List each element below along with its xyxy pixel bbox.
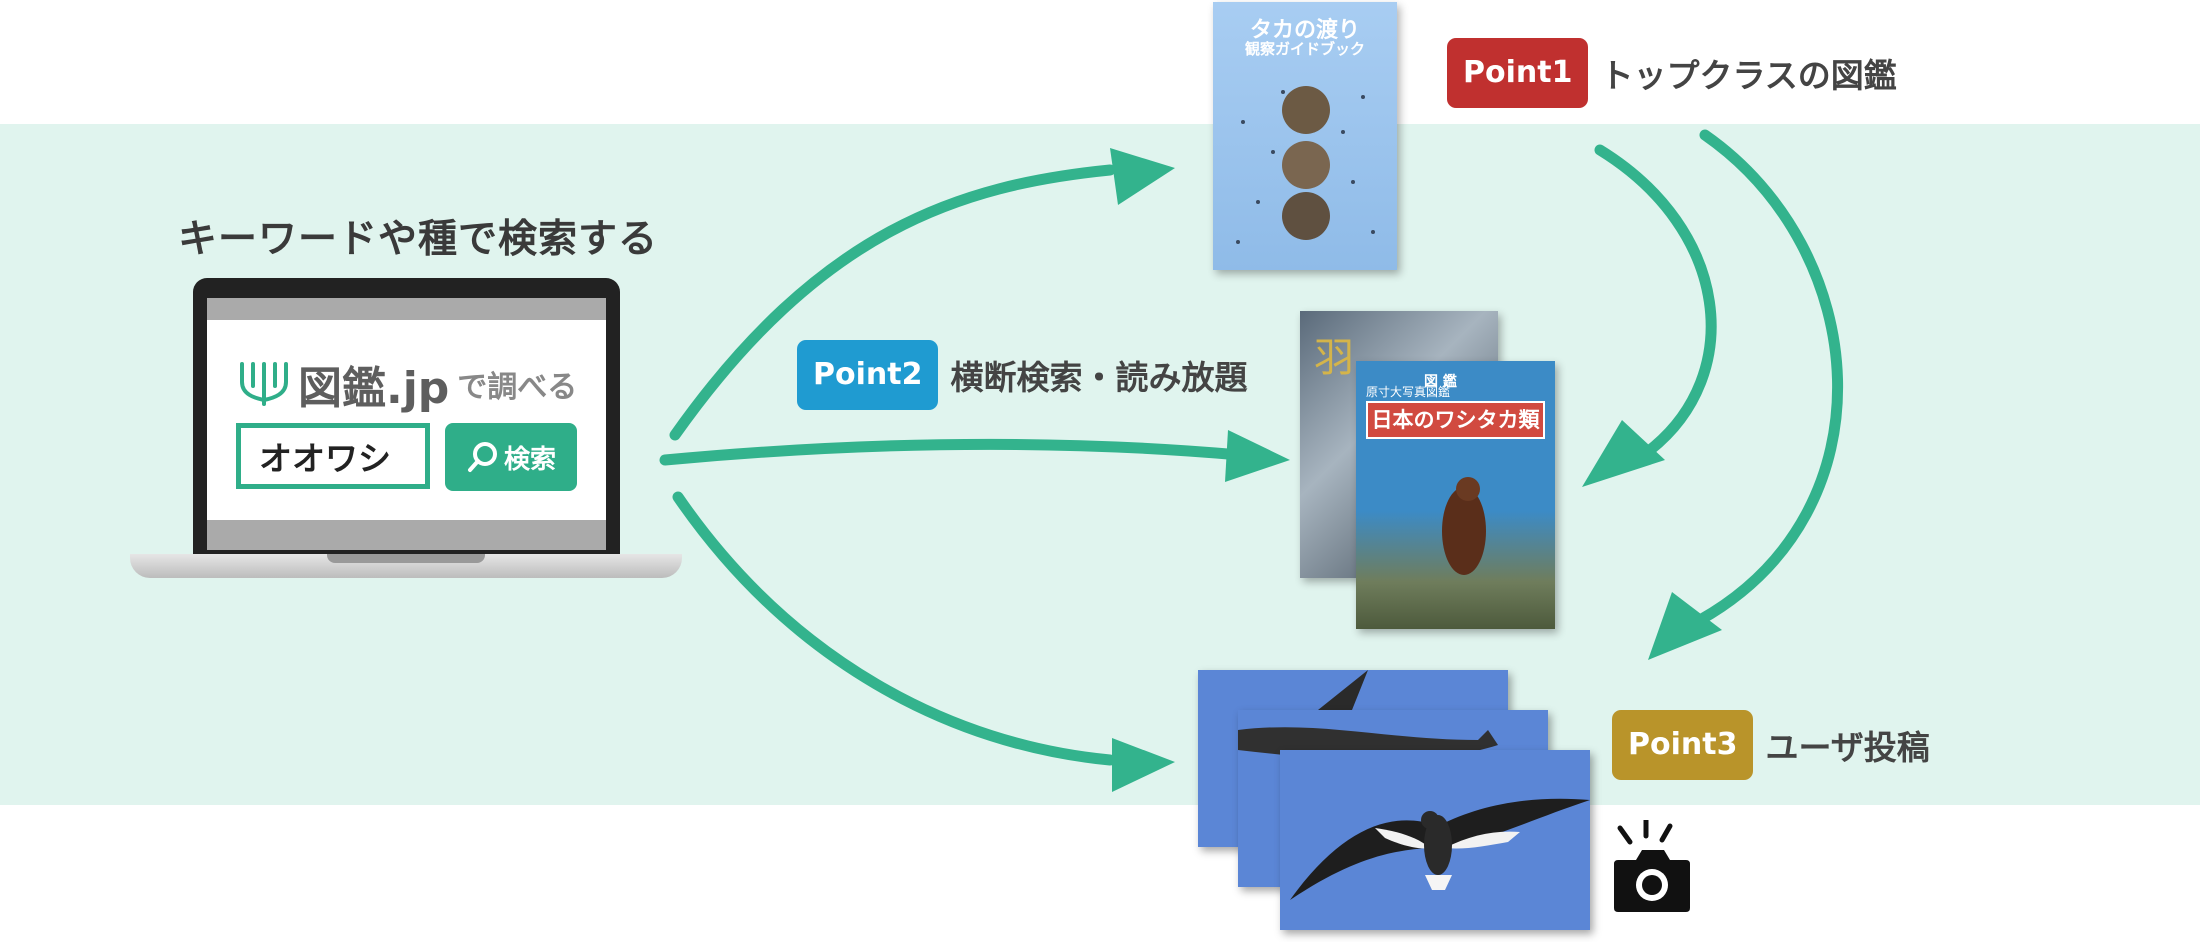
arrowhead-photos [1648, 592, 1722, 660]
book3-topline: 原寸大写真図鑑 [1366, 385, 1451, 399]
search-button[interactable]: 検索 [445, 423, 577, 491]
logo-suffix: で調べる [457, 370, 578, 405]
arrow-to-crosssearch [659, 438, 1246, 466]
point1: Point1 トップクラスの図鑑 [1447, 38, 1897, 108]
book1-subtitle: 観察ガイドブック [1244, 40, 1365, 58]
point2-text: 横断検索・読み放題 [950, 358, 1248, 397]
arrowhead-userposts [1112, 738, 1175, 792]
point2-badge: Point2 [797, 340, 939, 410]
point3-text: ユーザ投稿 [1765, 728, 1930, 767]
book1-cover-art [1236, 86, 1375, 244]
zukan-logo-icon [240, 362, 288, 406]
point2: Point2 横断検索・読み放題 [797, 340, 1247, 410]
book-nihon-no-washitaka: 図 鑑 原寸大写真図鑑 日本のワシタカ類 [1356, 361, 1555, 629]
logo-text: 図鑑.jp [298, 363, 450, 414]
point3: Point3 ユーザ投稿 [1612, 710, 1930, 780]
site-logo: 図鑑.jp で調べる [238, 352, 577, 416]
camera-icon [1614, 820, 1690, 912]
laptop-notch [327, 554, 485, 563]
point1-text: トップクラスの図鑑 [1600, 56, 1897, 95]
steller-sea-eagle-image [1290, 798, 1590, 900]
arrowhead-zukan [1110, 148, 1175, 205]
search-icon [467, 442, 497, 472]
user-photo-3 [1280, 750, 1590, 930]
book1-title: タカの渡り [1249, 18, 1360, 43]
point3-badge: Point3 [1612, 710, 1754, 780]
search-input[interactable]: オオワシ [236, 423, 430, 489]
book2-glyph: 羽 [1314, 335, 1354, 381]
user-photo-1-image [1318, 670, 1368, 720]
book3-zukan-label: 図 鑑 [1424, 374, 1457, 390]
arrow-to-userposts [672, 491, 1116, 766]
eagle-on-rock-image [1442, 477, 1486, 575]
book3-title: 日本のワシタカ類 [1366, 401, 1545, 439]
arrowhead-books [1582, 420, 1665, 487]
laptop-screen [193, 278, 620, 556]
arrowhead-crosssearch [1225, 430, 1290, 482]
arrow-point1-to-photos [1694, 129, 1844, 626]
arrow-point1-to-books [1594, 144, 1717, 456]
arrow-to-zukan [669, 164, 1116, 441]
book-taka-no-watari: タカの渡り 観察ガイドブック [1213, 2, 1397, 270]
page-heading: キーワードや種で検索する [178, 217, 659, 262]
point1-badge: Point1 [1447, 38, 1589, 108]
search-button-label: 検索 [503, 444, 556, 475]
